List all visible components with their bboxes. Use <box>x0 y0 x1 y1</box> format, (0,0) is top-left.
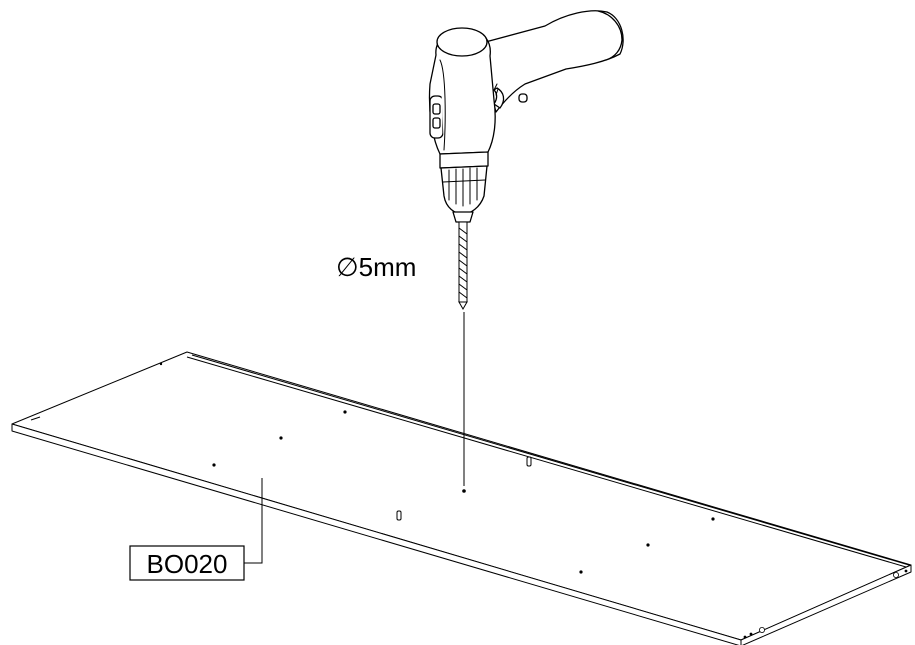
back-groove-line <box>186 356 907 568</box>
drill-hole <box>279 436 283 440</box>
drill-seam <box>439 59 446 151</box>
end-fittings <box>743 569 908 639</box>
drill-vent <box>493 83 499 96</box>
cordless-drill-icon <box>428 10 624 223</box>
drill-bit-flutes <box>458 227 468 299</box>
drill-hole <box>343 410 347 414</box>
drill-chuck-tip <box>452 211 474 223</box>
panel <box>11 351 912 645</box>
drill-bit-point <box>458 301 468 311</box>
edge-hole <box>749 632 753 636</box>
cam-fitting <box>893 572 900 579</box>
dowel-pin <box>526 456 532 467</box>
drill-switch-knob <box>432 103 441 115</box>
dowel-pin <box>396 510 402 521</box>
part-code-box <box>129 545 245 581</box>
part-callout: BO020 <box>129 478 263 581</box>
drill-hole <box>462 489 466 493</box>
drill-handle <box>477 10 624 113</box>
drill-hole <box>646 543 650 547</box>
drill-size-label: ∅5mm <box>336 252 416 282</box>
drill-hole <box>579 570 583 574</box>
drill-chuck <box>440 165 488 215</box>
edge-hole <box>904 569 908 573</box>
panel-holes <box>159 362 715 574</box>
drill-switch-knob <box>432 117 441 129</box>
drill-chuck-ribs <box>442 167 486 207</box>
drill-trigger-slot <box>518 93 528 103</box>
dowel-pins <box>396 456 532 521</box>
panel-front-edge <box>11 423 742 645</box>
drill-grip-cap <box>597 10 623 61</box>
left-edge-line <box>30 416 41 421</box>
drill-direction-switch <box>429 95 444 139</box>
drill-bit-icon <box>458 221 468 311</box>
edge-hole <box>743 635 747 639</box>
cam-fitting <box>759 627 766 634</box>
drill-chuck-collar <box>439 151 489 169</box>
drill-bit-shank <box>458 221 468 303</box>
part-code-label: BO020 <box>147 549 228 579</box>
drill-hole <box>159 362 163 366</box>
drill-hole <box>212 463 216 467</box>
drill-top-cap <box>436 27 488 57</box>
panel-right-edge <box>740 564 912 645</box>
callout-leader <box>244 478 263 564</box>
panel-top-face <box>11 351 912 641</box>
drill-hole <box>711 517 715 521</box>
back-groove-line <box>191 354 910 566</box>
